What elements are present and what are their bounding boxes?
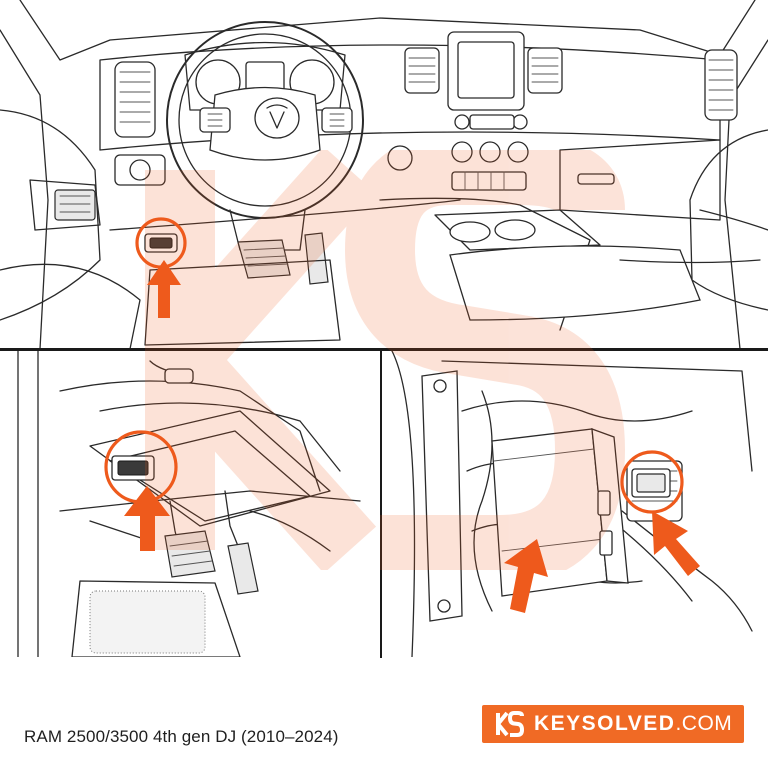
obd-port-icon <box>111 455 155 481</box>
horizontal-divider <box>0 348 768 351</box>
behind-panel-module-panel <box>382 351 768 657</box>
dashboard-overview-panel <box>0 0 768 349</box>
orange-arrow-icon <box>652 511 700 576</box>
under-dash-illustration <box>17 351 361 657</box>
under-dash-closeup-panel <box>0 351 380 657</box>
orange-arrow-icon <box>147 260 181 318</box>
connector-icon <box>631 468 671 498</box>
dashboard-illustration <box>0 0 768 349</box>
vertical-divider <box>380 348 382 658</box>
connector-callout-circle <box>620 450 684 514</box>
obd-port-icon <box>144 233 178 253</box>
module-illustration <box>391 351 753 657</box>
ks-logo-icon <box>490 705 528 743</box>
brand-badge: KEYSOLVED.COM <box>482 705 744 743</box>
orange-arrow-icon <box>504 539 548 613</box>
orange-arrow-icon <box>124 486 170 551</box>
brand-name: KEYSOLVED <box>534 712 676 735</box>
vehicle-caption: RAM 2500/3500 4th gen DJ (2010–2024) <box>24 727 339 746</box>
brand-domain: .COM <box>675 712 733 735</box>
